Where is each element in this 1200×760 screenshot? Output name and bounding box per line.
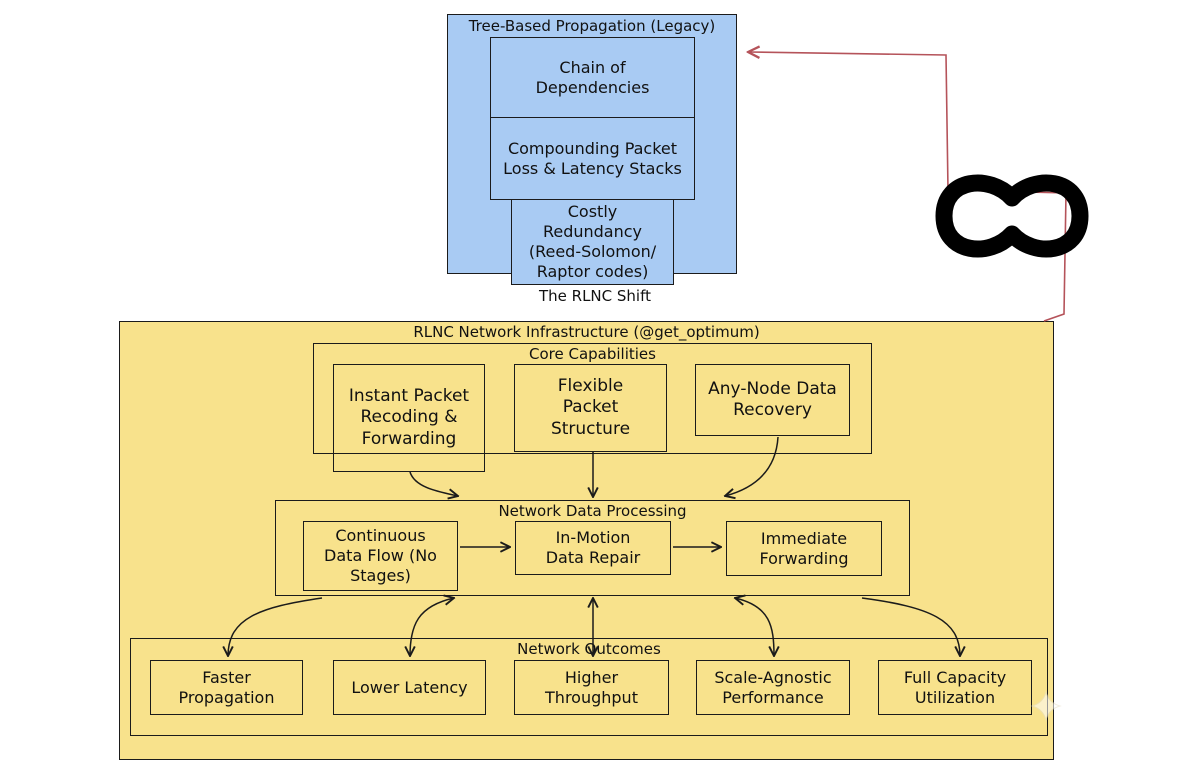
legacy-box-chain: Chain of Dependencies <box>490 37 695 119</box>
data-processing-title: Network Data Processing <box>498 502 687 520</box>
core-item-flexible: Flexible Packet Structure <box>514 364 667 452</box>
arrow-processing-scale-agnostic <box>735 598 774 656</box>
outcome-scale-agnostic: Scale-Agnostic Performance <box>696 660 850 715</box>
legacy-box-redundancy: Costly Redundancy (Reed-Solomon/ Raptor … <box>511 199 674 285</box>
outcome-lower-latency: Lower Latency <box>333 660 486 715</box>
outcome-full-capacity: Full Capacity Utilization <box>878 660 1032 715</box>
core-item-recovery: Any-Node Data Recovery <box>695 364 850 436</box>
processing-item-continuous: Continuous Data Flow (No Stages) <box>303 521 458 591</box>
arrow-core-recoding-to-processing <box>409 471 458 496</box>
rlnc-shift-label: The RLNC Shift <box>538 287 651 305</box>
core-item-recoding: Instant Packet Recoding & Forwarding <box>333 364 485 472</box>
sparkle-icon <box>1030 690 1062 722</box>
arrow-core-recovery-to-processing <box>725 436 779 496</box>
legacy-title: Tree-Based Propagation (Legacy) <box>468 17 716 35</box>
processing-item-forwarding: Immediate Forwarding <box>726 521 882 576</box>
arrow-processing-lower-latency <box>410 598 454 656</box>
data-processing-group <box>275 500 910 596</box>
rlnc-title: RLNC Network Infrastructure (@get_optimu… <box>413 323 760 341</box>
infinity-logo-icon <box>935 174 1089 258</box>
outcome-higher-throughput: Higher Throughput <box>514 660 669 715</box>
arrow-processing-to-faster <box>228 597 323 656</box>
arrow-processing-full-capacity <box>861 597 960 656</box>
processing-item-repair: In-Motion Data Repair <box>515 521 671 575</box>
outcome-faster-propagation: Faster Propagation <box>150 660 303 715</box>
core-capabilities-title: Core Capabilities <box>529 345 656 363</box>
